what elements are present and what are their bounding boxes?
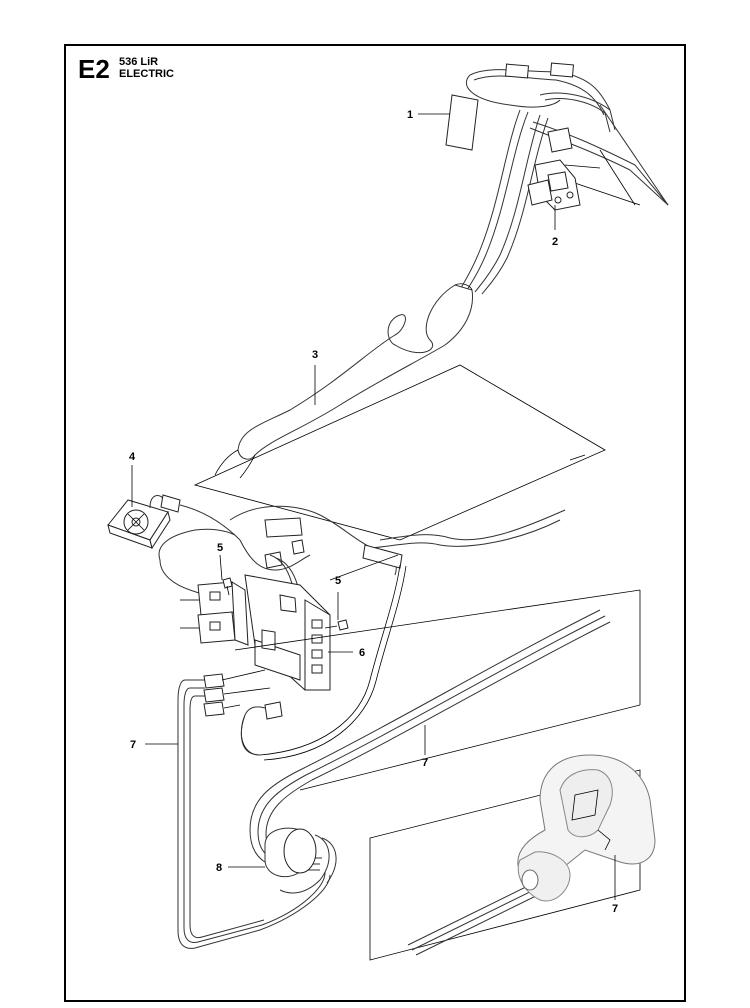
protective-hose [214, 283, 474, 479]
wiring-label-tag [445, 94, 479, 151]
callout-7b: 7 [422, 757, 428, 769]
callout-7a: 7 [130, 739, 136, 751]
control-board-area [158, 504, 566, 761]
callout-7c: 7 [612, 903, 618, 915]
cooling-fan [107, 494, 181, 550]
handle-harness [193, 62, 669, 541]
cable-harness [177, 589, 656, 961]
switch-part [527, 159, 581, 211]
callout-5b: 5 [335, 575, 341, 587]
ferrite-core [264, 827, 337, 894]
callout-3: 3 [312, 349, 318, 361]
callout-5a: 5 [217, 542, 223, 554]
callout-4: 4 [129, 451, 136, 463]
callout-6: 6 [359, 647, 365, 659]
diagram-frame [64, 44, 686, 1002]
screw-left [222, 577, 233, 596]
page-code: E2 [78, 54, 110, 84]
model-name: 536 LiR [119, 56, 159, 68]
callout-1: 1 [407, 109, 413, 121]
motor-housing [517, 754, 656, 902]
leader-lines [131, 113, 616, 900]
callout-2: 2 [552, 236, 558, 248]
screw-right [324, 619, 349, 631]
section-title: ELECTRIC [119, 68, 174, 80]
callout-8: 8 [216, 862, 222, 874]
